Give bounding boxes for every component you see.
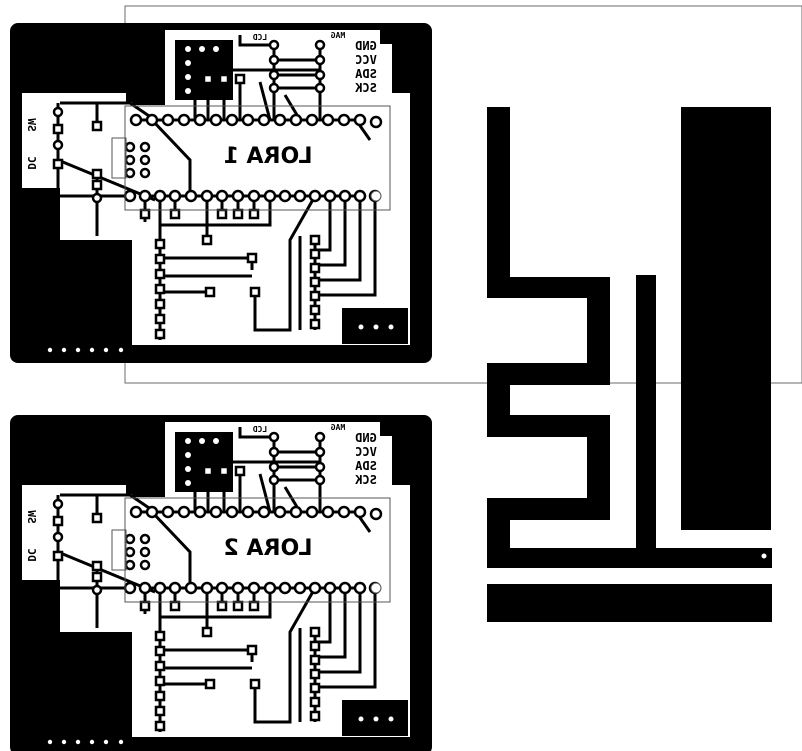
lora-board-2: LORA 2 LCD MAG GND VCC SDA SCK SW DC [8, 413, 434, 751]
lcd-label: LCD [253, 425, 268, 434]
pin-sck-label: SCK [354, 81, 376, 95]
pin-sda-label: SDA [354, 67, 376, 81]
mag-label: MAG [331, 31, 346, 40]
switch-label: SW [25, 510, 38, 524]
pin-vcc-label: VCC [355, 445, 377, 459]
dc-label: DC [25, 548, 38, 561]
lora-board-1: LORA 1 LCD MAG GND VCC SDA SCK SW DC [8, 21, 434, 365]
antenna-ground-bar [487, 584, 772, 622]
mag-label: MAG [331, 423, 346, 432]
pin-vcc-label: VCC [355, 53, 377, 67]
dc-label: DC [25, 156, 38, 169]
antenna-feed-point [761, 553, 767, 559]
pin-gnd-label: GND [355, 39, 377, 53]
board-title: LORA 1 [224, 144, 313, 169]
switch-label: SW [25, 118, 38, 132]
antenna-feed-line [636, 275, 656, 560]
pin-gnd-label: GND [355, 431, 377, 445]
board-title: LORA 2 [224, 536, 313, 561]
pin-sda-label: SDA [354, 459, 376, 473]
pin-sck-label: SCK [354, 473, 376, 487]
meander-antenna [487, 107, 772, 622]
antenna-ground-block [681, 107, 771, 530]
lcd-label: LCD [253, 33, 268, 42]
